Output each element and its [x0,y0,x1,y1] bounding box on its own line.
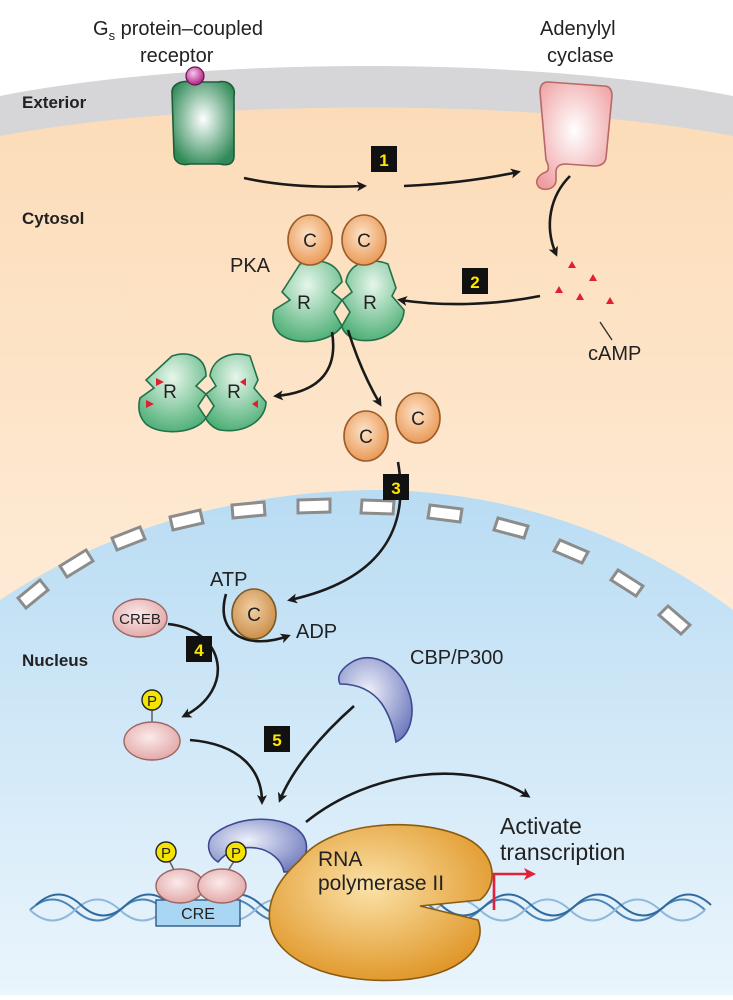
svg-text:P: P [161,845,171,862]
svg-text:C: C [359,427,373,448]
svg-text:P: P [231,845,241,862]
pka-label: PKA [230,255,271,277]
cre-element: CRE [155,899,241,927]
pka-catalytic-left: C [287,214,333,266]
step-1-badge: 1 [371,146,397,172]
receptor-label-line1: Gs protein–coupled [93,18,263,43]
free-catalytic-subunit-1: C [343,410,389,462]
cbp-bound-to-creb: P [207,818,308,873]
transcription-start-arrow [492,868,536,910]
svg-text:R: R [297,293,311,314]
svg-text:3: 3 [391,479,400,498]
creb-protein: CREB [112,598,168,638]
step-5-badge: 5 [264,726,290,752]
svg-text:5: 5 [272,731,281,750]
arrow-step2 [397,294,541,306]
camp-molecules [555,261,614,304]
svg-text:C: C [247,605,261,626]
arrow-to-activation [305,772,531,824]
adenylyl-cyclase [535,81,613,191]
arrow-cyclase-to-camp [548,175,571,257]
svg-text:R: R [363,293,377,314]
svg-text:C: C [411,409,425,430]
atp-label: ATP [210,569,247,591]
svg-text:2: 2 [470,273,479,292]
svg-text:R: R [227,382,241,403]
rnapol-label-line1: RNA [318,848,362,871]
step-3-badge: 3 [383,474,409,500]
cyclase-label-line1: Adenylyl [540,18,616,40]
arrow-step4 [167,622,220,718]
svg-text:C: C [357,231,371,252]
activate-label-line1: Activate [500,813,582,839]
arrow-cbp-to-cre [277,705,355,803]
pka-regulatory-left: R [272,260,344,343]
nucleus-label: Nucleus [22,651,88,670]
ligand [185,66,205,86]
svg-text:CREB: CREB [119,611,161,628]
arrow-pka-to-catalytic [346,329,382,407]
cyclase-label-line2: cyclase [547,45,614,67]
step-4-badge: 4 [186,636,212,662]
nuclear-catalytic-subunit: C [231,588,277,640]
cbp-label: CBP/P300 [410,647,503,669]
phosphate [155,841,177,863]
cytosol-label: Cytosol [22,209,84,228]
free-catalytic-subunit-2: C [395,392,441,444]
camp-leader-line [599,321,613,341]
adp-label: ADP [296,621,337,643]
cbp-p300-coactivator [337,656,413,744]
nuclear-envelope [15,497,693,637]
svg-text:CRE: CRE [181,906,215,923]
atp-adp-arrow [222,593,291,644]
rna-polymerase-ii: RNA polymerase II [268,824,493,982]
svg-text:R: R [163,382,177,403]
phosphate [225,841,247,863]
pka-catalytic-right: C [341,214,387,266]
exterior-label: Exterior [22,93,87,112]
svg-text:C: C [303,231,317,252]
regulatory-subunits-bound-camp: R R [138,353,267,433]
phosphorylated-creb: P [123,689,181,761]
arrow-step1-a [243,176,367,192]
rnapol-label-line2: polymerase II [318,872,444,895]
activate-label-line2: transcription [500,839,625,865]
svg-text:1: 1 [379,151,388,170]
receptor-label-line2: receptor [140,45,214,67]
svg-text:P: P [147,693,157,710]
arrow-pka-to-regulatory [273,331,335,401]
svg-text:4: 4 [194,641,204,660]
camp-label: cAMP [588,343,641,365]
gs-protein-coupled-receptor [171,66,236,166]
arrow-step1-b [403,168,521,188]
creb-dimer-on-cre: P [155,841,247,904]
phosphate [141,689,163,711]
arrow-creb-to-cre [189,738,267,805]
step-2-badge: 2 [462,268,488,294]
pka-holoenzyme: R R C C [272,214,405,343]
